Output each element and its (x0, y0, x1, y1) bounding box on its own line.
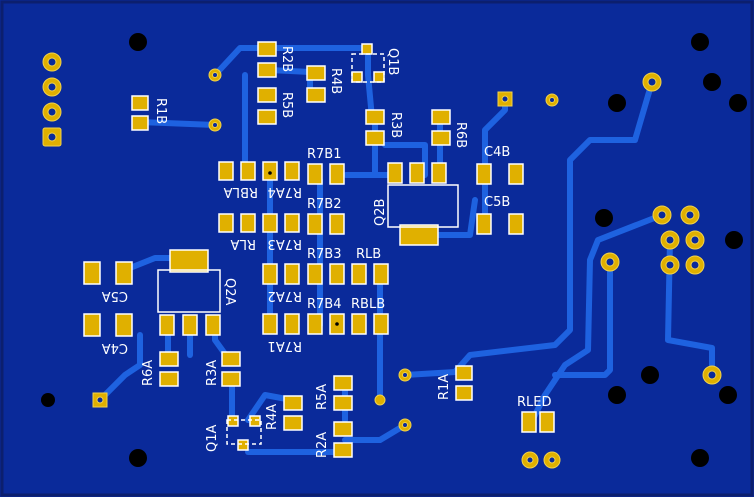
label-c4b: C4B (484, 145, 510, 160)
label-r1b: R1B (153, 98, 168, 124)
label-r4b: R4B (328, 68, 343, 94)
drill-holes (41, 33, 747, 467)
silkscreen-outlines (157, 53, 459, 445)
label-r7b3: R7B3 (307, 247, 342, 262)
label-r6a: R6A (141, 360, 156, 386)
label-r6b: R6B (453, 122, 468, 148)
label-q2a: Q2A (222, 278, 237, 306)
label-r2a: R2A (315, 432, 330, 458)
label-r3a: R3A (205, 360, 220, 386)
label-r7a4: R7A4 (268, 184, 302, 199)
label-rled: RLED (517, 395, 552, 410)
label-r3b: R3B (388, 112, 403, 138)
label-q1b: Q1B (385, 48, 400, 75)
label-rla: RLA (230, 236, 256, 251)
label-r7a1: R7A1 (268, 338, 302, 353)
label-rlb: RLB (356, 247, 381, 262)
label-r2b: R2B (279, 46, 294, 72)
label-q2b: Q2B (373, 199, 388, 226)
label-rblb: RBLB (351, 297, 385, 312)
label-r7b4: R7B4 (307, 297, 342, 312)
through-hole-pads (42, 52, 722, 469)
label-c4a: C4A (102, 340, 128, 355)
label-r1a: R1A (437, 374, 452, 400)
smd-pads (83, 41, 555, 458)
label-r5a: R5A (315, 384, 330, 410)
label-r7b1: R7B1 (307, 147, 342, 162)
label-rbla: RBLA (224, 184, 258, 199)
label-q1a: Q1A (205, 424, 220, 452)
label-r7b2: R7B2 (307, 197, 342, 212)
label-r4a: R4A (265, 404, 280, 430)
label-r7a2: R7A2 (268, 288, 302, 303)
label-r5b: R5B (279, 92, 294, 118)
label-c5b: C5B (484, 195, 510, 210)
silkscreen-labels: R2B R4B Q1B R5B R1B R3B R6B R7B1 C4B RBL… (102, 46, 552, 458)
pin1-markers (268, 171, 339, 326)
label-r7a3: R7A3 (268, 236, 302, 251)
label-c5a: C5A (102, 288, 128, 303)
